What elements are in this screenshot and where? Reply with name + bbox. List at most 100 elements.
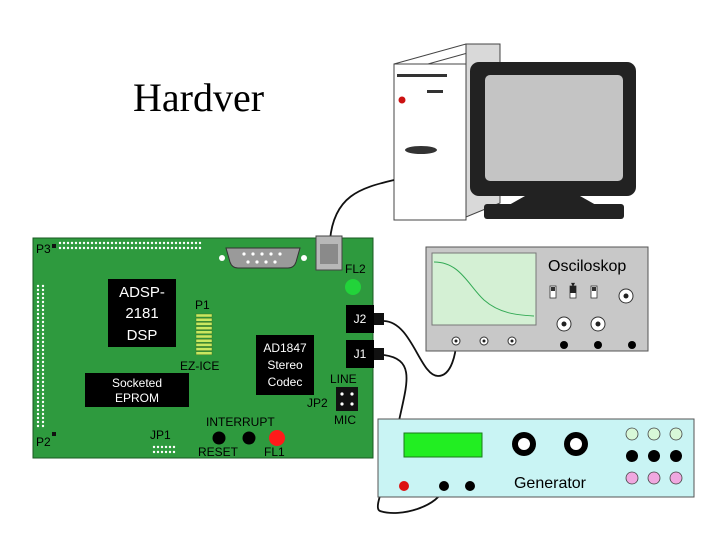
generator-button[interactable] [648, 450, 660, 462]
header-pin [182, 246, 186, 250]
eprom-line1: Socketed [112, 376, 162, 390]
generator-button[interactable] [625, 471, 639, 485]
generator-output-port[interactable] [465, 481, 475, 491]
header-pin [195, 330, 213, 334]
header-pin [66, 241, 70, 245]
knob-center [561, 321, 567, 327]
header-pin [122, 241, 126, 245]
header-pin [41, 332, 45, 336]
jack-j1-plug [374, 348, 384, 360]
header-pin [158, 241, 162, 245]
power-led [398, 96, 406, 104]
generator-button[interactable] [669, 471, 683, 485]
header-pin [36, 312, 40, 316]
generator-body [377, 418, 695, 498]
serial-connector [225, 247, 301, 269]
header-pin [170, 246, 174, 250]
header-pin [118, 241, 122, 245]
generator-button[interactable] [626, 450, 638, 462]
codec-chip-line1: AD1847 [263, 341, 307, 355]
connector-center [510, 339, 514, 343]
generator-button[interactable] [669, 427, 683, 441]
header-pin [41, 296, 45, 300]
header-pin [41, 372, 45, 376]
header-pin [41, 292, 45, 296]
header-pin [41, 312, 45, 316]
connector-pin [260, 252, 264, 256]
knob-center [518, 438, 530, 450]
header-pin [146, 241, 150, 245]
header-pin [126, 246, 130, 250]
header-pin [82, 246, 86, 250]
header-pin [94, 241, 98, 245]
connector-center [454, 339, 458, 343]
scope-port[interactable] [560, 341, 568, 349]
codec-chip-line2: Stereo [267, 358, 303, 372]
header-pin [36, 300, 40, 304]
header-pin [41, 352, 45, 356]
header-pin [36, 364, 40, 368]
codec-chip-line3: Codec [268, 375, 303, 389]
header-pin [41, 340, 45, 344]
header-pin [41, 320, 45, 324]
generator-button[interactable] [647, 427, 661, 441]
header-pin [172, 450, 176, 454]
dsp-chip [108, 279, 176, 347]
generator-button[interactable] [647, 471, 661, 485]
header-pin [174, 241, 178, 245]
label-p1: P1 [195, 298, 210, 312]
header-pin [36, 304, 40, 308]
header-pin [102, 241, 106, 245]
header-pin [70, 246, 74, 250]
header-pin [36, 412, 40, 416]
dsp-chip-line1: ADSP- [119, 284, 165, 301]
generator-display [403, 432, 483, 458]
jumper-pin [340, 402, 344, 406]
header-pin [195, 334, 213, 339]
header-pin [195, 326, 213, 330]
header-pin [138, 241, 142, 245]
floppy-slot [405, 146, 437, 154]
header-pin [36, 416, 40, 420]
header-pin [82, 241, 86, 245]
header-pin [58, 246, 62, 250]
connector-center [482, 339, 486, 343]
scope-switch[interactable] [590, 285, 598, 299]
connector-pin [273, 260, 277, 264]
knob-center [623, 293, 629, 299]
scope-port[interactable] [594, 341, 602, 349]
header-pin [36, 368, 40, 372]
connector-pin [269, 252, 273, 256]
header-pin [36, 328, 40, 332]
header-pin [194, 241, 198, 245]
label-line: LINE [330, 372, 357, 386]
header-pin [134, 241, 138, 245]
generator-button[interactable] [670, 450, 682, 462]
header-pin [146, 246, 150, 250]
scope-switch[interactable] [569, 285, 577, 299]
header-pin [90, 241, 94, 245]
reset-button[interactable] [212, 431, 226, 445]
header-pin [41, 424, 45, 428]
eprom-chip [85, 373, 189, 407]
jumper-pin [350, 402, 354, 406]
header-pin [41, 360, 45, 364]
header-pin [174, 246, 178, 250]
interrupt-button[interactable] [242, 431, 256, 445]
header-pin [36, 360, 40, 364]
header-pin [182, 241, 186, 245]
header-pin [74, 246, 78, 250]
header-pin [130, 246, 134, 250]
header-pin [102, 246, 106, 250]
pin-marker [52, 244, 56, 248]
header-pin [36, 420, 40, 424]
generator-output-port[interactable] [439, 481, 449, 491]
scope-switch[interactable] [549, 285, 557, 299]
scope-port[interactable] [628, 341, 636, 349]
header-pin [134, 246, 138, 250]
header-pin [41, 412, 45, 416]
header-pin [36, 404, 40, 408]
generator-button[interactable] [625, 427, 639, 441]
